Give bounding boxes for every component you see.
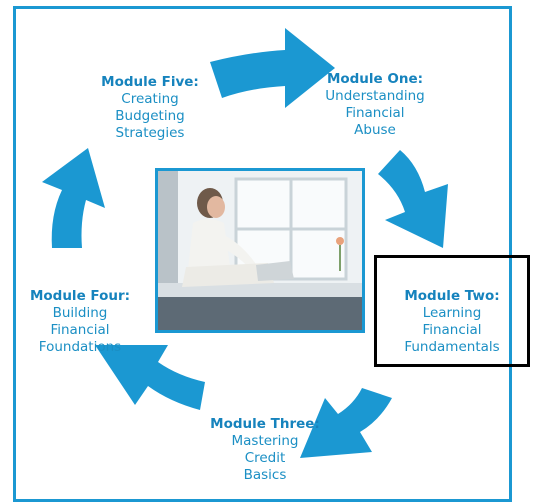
module-three-line-2: Credit	[244, 450, 286, 466]
module-two: Module Two: Learning Financial Fundament…	[376, 288, 528, 356]
module-five-title: Module Five:	[101, 74, 199, 90]
arrow-two-to-three	[300, 388, 392, 458]
module-two-highlight-box	[374, 255, 530, 367]
arrow-five-to-one	[210, 28, 335, 108]
module-five: Module Five: Creating Budgeting Strategi…	[85, 74, 215, 142]
module-three-line-1: Mastering	[231, 433, 299, 449]
module-five-line-1: Creating	[121, 91, 179, 107]
arrow-four-to-five	[42, 148, 105, 248]
woman-with-laptop-photo	[155, 168, 365, 333]
module-one-line-1: Understanding	[325, 88, 425, 104]
module-five-line-2: Budgeting	[115, 108, 185, 124]
module-one-title: Module One:	[326, 71, 424, 87]
module-four-line-2: Financial	[50, 322, 110, 338]
module-three: Module Three: Mastering Credit Basics	[190, 416, 340, 484]
module-one: Module One: Understanding Financial Abus…	[300, 71, 450, 139]
arrow-three-to-four	[95, 345, 205, 410]
photo-illustration	[158, 171, 362, 330]
module-four-title: Module Four:	[29, 288, 131, 304]
module-two-line-1: Learning	[422, 305, 482, 321]
module-four-line-1: Building	[52, 305, 108, 321]
module-four: Module Four: Building Financial Foundati…	[10, 288, 150, 356]
module-two-title: Module Two:	[404, 288, 500, 304]
module-two-line-2: Financial	[422, 322, 482, 338]
module-three-title: Module Three:	[210, 416, 320, 432]
module-five-line-3: Strategies	[115, 125, 185, 141]
module-four-line-3: Foundations	[38, 339, 122, 355]
module-one-line-2: Financial	[345, 105, 405, 121]
module-three-line-3: Basics	[243, 467, 287, 483]
module-two-line-3: Fundamentals	[404, 339, 500, 355]
arrow-one-to-two	[378, 150, 448, 248]
module-one-line-3: Abuse	[354, 122, 396, 138]
